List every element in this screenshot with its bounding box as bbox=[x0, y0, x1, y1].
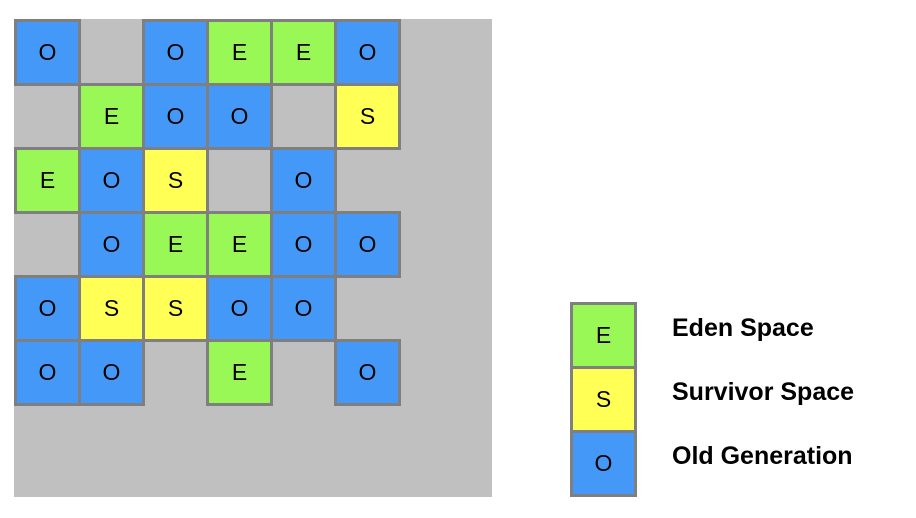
heap-region-grid: O O E E O E O O S E O S O O E E O O O S S O O O O E O bbox=[14, 19, 492, 497]
region-letter: O bbox=[358, 231, 377, 257]
region-letter: S bbox=[359, 103, 376, 129]
region-old: O bbox=[270, 211, 337, 278]
region-letter: O bbox=[102, 167, 121, 193]
region-survivor: S bbox=[142, 147, 209, 214]
region-letter: O bbox=[38, 295, 57, 321]
region-letter: O bbox=[294, 167, 313, 193]
region-letter: E bbox=[167, 231, 184, 257]
region-letter: O bbox=[294, 231, 313, 257]
region-old: O bbox=[78, 147, 145, 214]
region-eden: E bbox=[270, 19, 337, 86]
region-letter: E bbox=[231, 359, 248, 385]
region-old: O bbox=[14, 339, 81, 406]
region-letter: E bbox=[231, 39, 248, 65]
region-old: O bbox=[142, 19, 209, 86]
legend-old-label: Old Generation bbox=[672, 442, 853, 470]
region-letter: E bbox=[231, 231, 248, 257]
region-letter: E bbox=[103, 103, 120, 129]
region-letter: O bbox=[294, 295, 313, 321]
region-letter: O bbox=[102, 359, 121, 385]
region-letter: S bbox=[167, 295, 184, 321]
region-old: O bbox=[206, 275, 273, 342]
region-old: O bbox=[14, 19, 81, 86]
legend-eden-label: Eden Space bbox=[672, 314, 814, 342]
region-letter: O bbox=[166, 103, 185, 129]
region-eden: E bbox=[14, 147, 81, 214]
legend-old-swatch: O bbox=[570, 430, 637, 497]
legend-eden-swatch: E bbox=[570, 302, 637, 369]
region-letter: O bbox=[38, 39, 57, 65]
legend-survivor-label: Survivor Space bbox=[672, 378, 855, 406]
legend-survivor-swatch: S bbox=[570, 366, 637, 433]
region-old: O bbox=[206, 83, 273, 150]
region-letter: O bbox=[358, 39, 377, 65]
region-survivor: S bbox=[142, 275, 209, 342]
region-eden: E bbox=[206, 211, 273, 278]
region-eden: E bbox=[206, 339, 273, 406]
region-old: O bbox=[334, 339, 401, 406]
region-letter: O bbox=[38, 359, 57, 385]
region-letter: O bbox=[230, 103, 249, 129]
region-old: O bbox=[142, 83, 209, 150]
region-letter: O bbox=[102, 231, 121, 257]
region-eden: E bbox=[206, 19, 273, 86]
region-eden: E bbox=[78, 83, 145, 150]
region-letter: S bbox=[167, 167, 184, 193]
region-old: O bbox=[334, 19, 401, 86]
region-letter: O bbox=[358, 359, 377, 385]
region-survivor: S bbox=[78, 275, 145, 342]
legend-old-letter: O bbox=[594, 450, 613, 476]
region-letter: S bbox=[103, 295, 120, 321]
region-letter: E bbox=[295, 39, 312, 65]
region-eden: E bbox=[142, 211, 209, 278]
region-old: O bbox=[78, 211, 145, 278]
legend-survivor-letter: S bbox=[595, 386, 612, 412]
region-letter: E bbox=[39, 167, 56, 193]
region-letter: O bbox=[230, 295, 249, 321]
region-old: O bbox=[14, 275, 81, 342]
region-old: O bbox=[78, 339, 145, 406]
legend-eden-letter: E bbox=[595, 322, 612, 348]
region-old: O bbox=[270, 147, 337, 214]
region-letter: O bbox=[166, 39, 185, 65]
region-old: O bbox=[334, 211, 401, 278]
region-survivor: S bbox=[334, 83, 401, 150]
region-old: O bbox=[270, 275, 337, 342]
